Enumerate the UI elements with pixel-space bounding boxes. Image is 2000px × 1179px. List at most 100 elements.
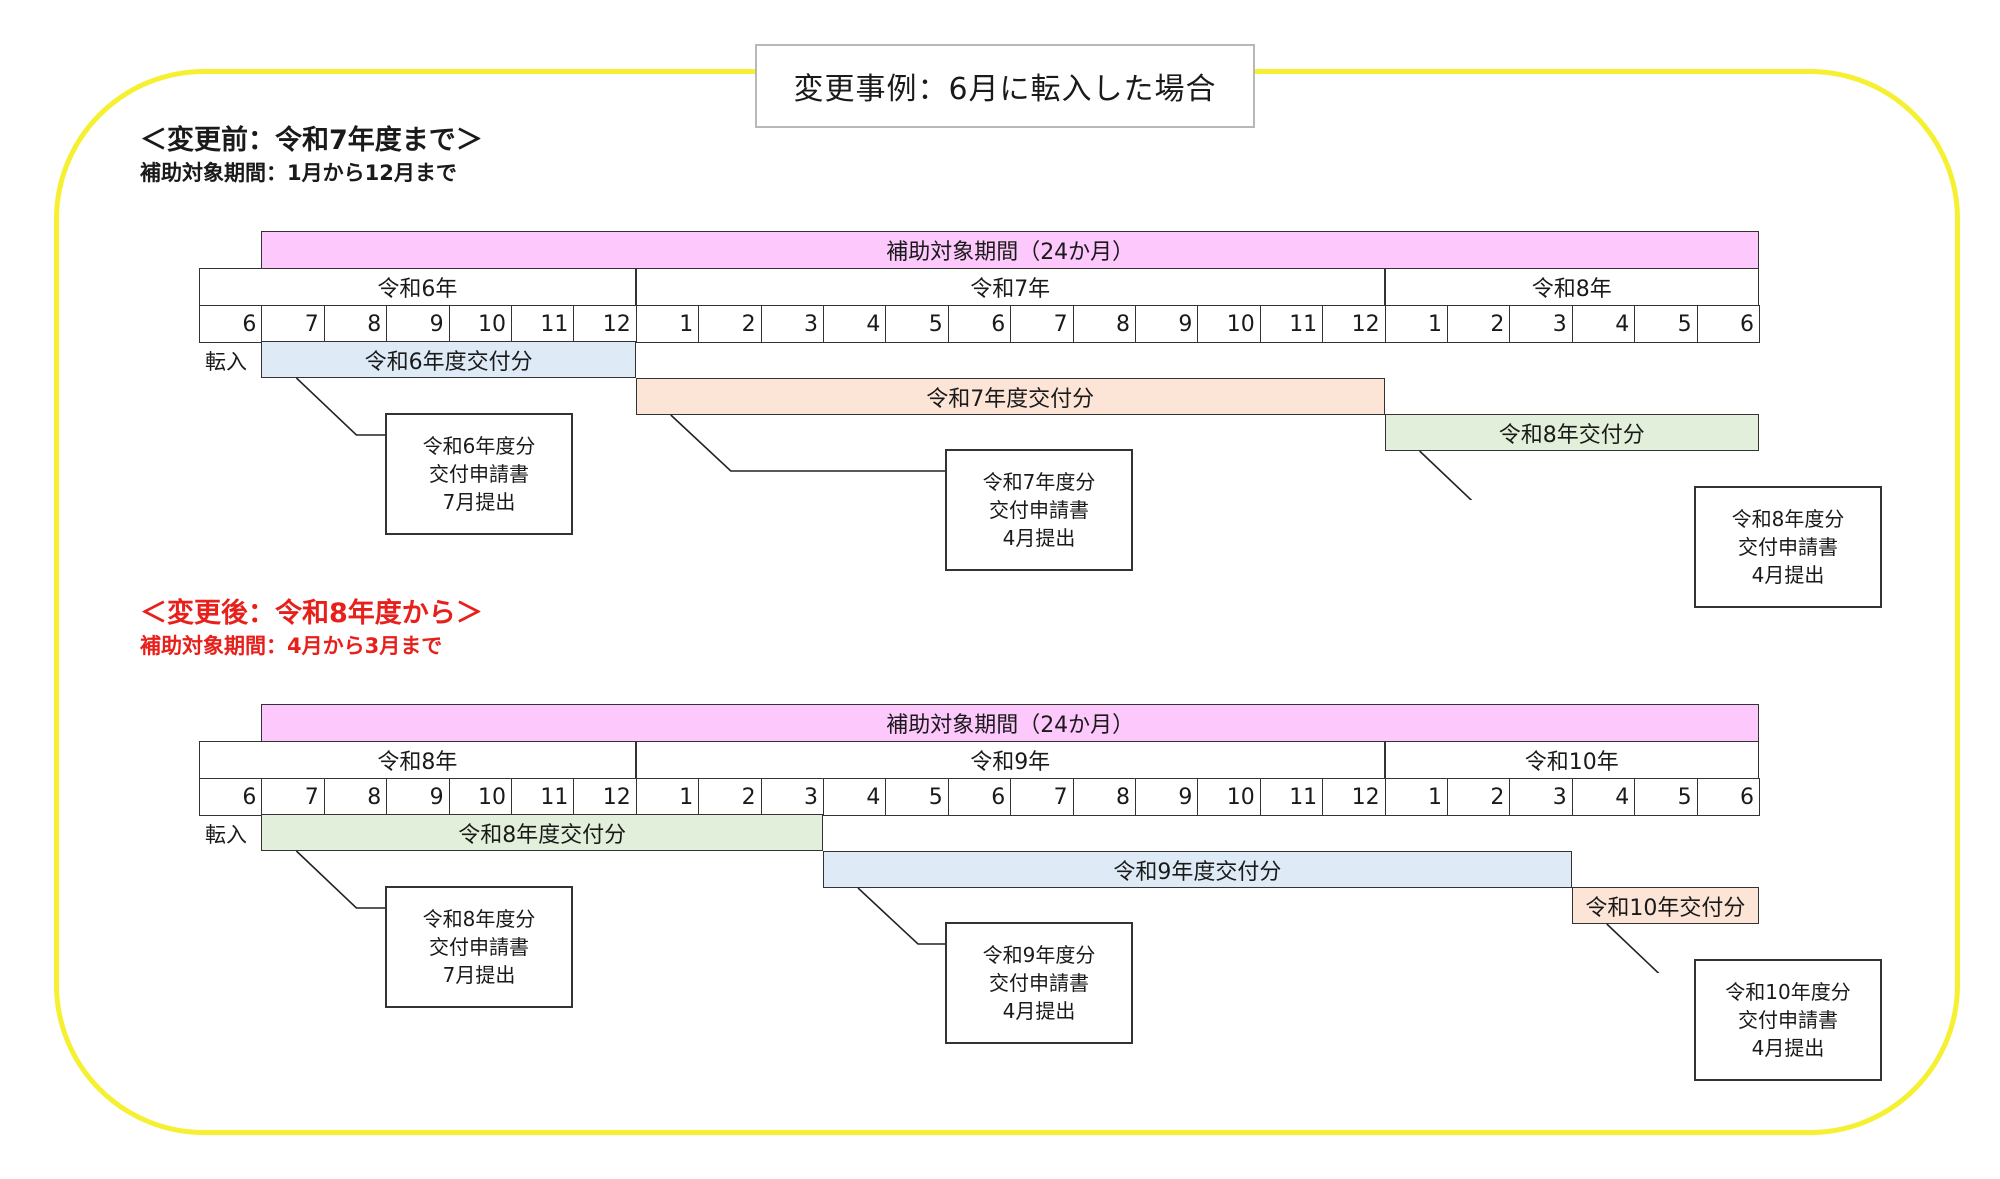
section-subheading: 補助対象期間：1月から12月まで: [140, 161, 457, 185]
month-cell: 11: [511, 778, 575, 816]
month-cell: 8: [1072, 778, 1136, 816]
month-cell: 1: [635, 305, 700, 343]
section-after-header: ＜変更後：令和8年度から＞ 補助対象期間：4月から3月まで: [140, 597, 483, 661]
month-cell: 2: [698, 305, 762, 343]
month-cell: 9: [386, 305, 450, 343]
note-line: 交付申請書: [1738, 1008, 1838, 1032]
note-line: 令和7年度分: [982, 470, 1096, 494]
month-cell: 3: [1509, 305, 1573, 343]
month-cell: 5: [885, 778, 949, 816]
note-line: 交付申請書: [429, 935, 529, 959]
month-cell: 7: [1010, 305, 1074, 343]
grant-bar: 令和10年交付分: [1571, 887, 1759, 924]
month-cell: 6: [1696, 778, 1760, 816]
month-cell: 11: [1259, 305, 1324, 343]
period-bar: 補助対象期間（24か月）: [261, 231, 1759, 269]
note-line: 令和8年度分: [1731, 507, 1845, 531]
note-line: 4月提出: [1002, 999, 1076, 1023]
month-cell: 6: [947, 305, 1012, 343]
note-line: 令和6年度分: [422, 434, 536, 458]
month-cell: 3: [760, 778, 824, 816]
month-cell: 8: [323, 778, 388, 816]
note-line: 4月提出: [1751, 563, 1825, 587]
note-line: 交付申請書: [429, 462, 529, 486]
month-cell: 9: [386, 778, 450, 816]
month-cell: 8: [323, 305, 388, 343]
tenyu-label: 転入: [205, 350, 247, 374]
month-cell: 11: [1259, 778, 1324, 816]
note-line: 令和10年度分: [1725, 980, 1851, 1004]
month-cell: 4: [823, 778, 887, 816]
application-note: 令和8年度分交付申請書 4月提出: [1694, 486, 1882, 608]
application-note: 令和10年度分交付申請書 4月提出: [1694, 959, 1882, 1081]
month-cell: 6: [947, 778, 1012, 816]
month-cell: 3: [760, 305, 824, 343]
year-header: 令和7年: [635, 268, 1385, 306]
section-subheading: 補助対象期間：4月から3月まで: [140, 634, 443, 658]
month-cell: 10: [1197, 305, 1261, 343]
note-line: 4月提出: [1751, 1036, 1825, 1060]
month-cell: 1: [635, 778, 700, 816]
connector-line: [670, 414, 945, 472]
month-cell: 7: [261, 305, 325, 343]
application-note: 令和8年度分交付申請書 7月提出: [385, 886, 573, 1008]
month-cell: 6: [199, 778, 263, 816]
connector-line: [857, 887, 945, 945]
month-cell: 1: [1384, 778, 1448, 816]
note-line: 7月提出: [442, 490, 516, 514]
grant-bar: 令和8年度交付分: [261, 814, 823, 851]
month-cell: 12: [1322, 778, 1386, 816]
section-heading: ＜変更前：令和7年度まで＞: [140, 125, 483, 156]
month-cell: 6: [199, 305, 263, 343]
grant-bar: 令和9年度交付分: [823, 851, 1572, 888]
note-line: 令和8年度分: [422, 907, 536, 931]
month-cell: 10: [448, 305, 512, 343]
month-cell: 6: [1696, 305, 1760, 343]
month-cell: 5: [1634, 778, 1698, 816]
month-cell: 4: [1571, 778, 1636, 816]
page-title: 変更事例：6月に転入した場合: [755, 44, 1255, 128]
month-cell: 1: [1384, 305, 1448, 343]
note-line: 交付申請書: [989, 498, 1089, 522]
section-heading: ＜変更後：令和8年度から＞: [140, 598, 483, 629]
month-cell: 3: [1509, 778, 1573, 816]
month-cell: 11: [511, 305, 575, 343]
note-line: 4月提出: [1002, 526, 1076, 550]
year-header: 令和8年: [1384, 268, 1759, 306]
tenyu-label: 転入: [205, 823, 247, 847]
month-cell: 2: [698, 778, 762, 816]
month-cell: 12: [1322, 305, 1386, 343]
connector-line: [295, 850, 385, 909]
note-line: 7月提出: [442, 963, 516, 987]
month-cell: 2: [1447, 305, 1511, 343]
section-before-header: ＜変更前：令和7年度まで＞ 補助対象期間：1月から12月まで: [140, 124, 483, 188]
year-header: 令和10年: [1384, 741, 1759, 779]
application-note: 令和6年度分交付申請書 7月提出: [385, 413, 573, 535]
month-cell: 5: [885, 305, 949, 343]
note-line: 交付申請書: [989, 971, 1089, 995]
year-header: 令和9年: [635, 741, 1385, 779]
month-cell: 8: [1072, 305, 1136, 343]
application-note: 令和7年度分交付申請書 4月提出: [945, 449, 1133, 571]
connector-line: [295, 377, 385, 436]
grant-bar: 令和8年交付分: [1384, 414, 1759, 451]
note-line: 令和9年度分: [982, 943, 1096, 967]
month-cell: 9: [1135, 778, 1199, 816]
month-cell: 5: [1634, 305, 1698, 343]
month-cell: 10: [1197, 778, 1261, 816]
grant-bar: 令和6年度交付分: [261, 341, 636, 378]
month-cell: 12: [573, 305, 637, 343]
month-cell: 10: [448, 778, 512, 816]
month-cell: 4: [1571, 305, 1636, 343]
month-cell: 4: [823, 305, 887, 343]
period-bar: 補助対象期間（24か月）: [261, 704, 1759, 742]
application-note: 令和9年度分交付申請書 4月提出: [945, 922, 1133, 1044]
note-line: 交付申請書: [1738, 535, 1838, 559]
month-cell: 9: [1135, 305, 1199, 343]
month-cell: 7: [1010, 778, 1074, 816]
grant-bar: 令和7年度交付分: [635, 378, 1385, 415]
year-header: 令和8年: [199, 741, 636, 779]
month-cell: 2: [1447, 778, 1511, 816]
